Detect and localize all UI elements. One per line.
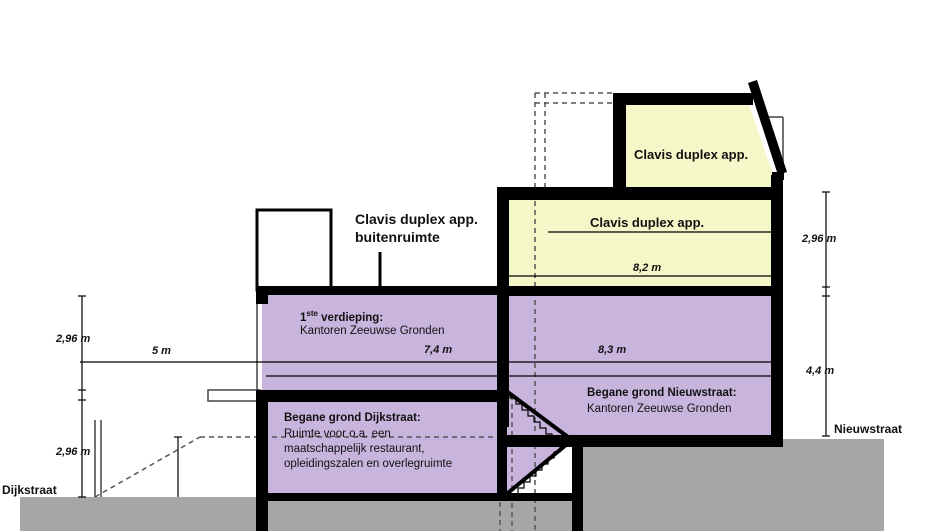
- ground-dijkstraat-title: Begane grond Dijkstraat:: [284, 412, 421, 424]
- dimension-7-4: 7,4 m: [424, 344, 453, 356]
- ground-dijkstraat-line2: maatschappelijk restaurant,: [284, 443, 425, 455]
- ground-nieuwstraat-title: Begane grond Nieuwstraat:: [587, 387, 737, 399]
- ground-dijkstraat-fill: [262, 400, 500, 497]
- stair: [501, 388, 574, 499]
- ground-nieuwstraat-subtitle: Kantoren Zeeuwse Gronden: [587, 403, 732, 415]
- mid-apartment-fill: [507, 200, 774, 290]
- floor1-title-main: 1: [300, 311, 307, 324]
- floor1-title-rest: verdieping:: [317, 311, 384, 324]
- top-apartment-fill: [624, 102, 775, 195]
- dimension-4-4-right: 4,4 m: [806, 365, 835, 377]
- dimension-2-96-left-top: 2,96 m: [56, 333, 91, 345]
- basement-right: [583, 446, 773, 531]
- dimension-2-96-right: 2,96 m: [802, 233, 837, 245]
- street-dijkstraat-label: Dijkstraat: [2, 483, 57, 497]
- floor1-subtitle: Kantoren Zeeuwse Gronden: [300, 325, 445, 337]
- ground-dijkstraat-line1: Ruimte voor o.a. een: [284, 428, 391, 440]
- ground-dijkstraat-line3: opleidingszalen en overlegruimte: [284, 458, 453, 470]
- dimension-5: 5 m: [152, 345, 171, 357]
- dimension-8-3: 8,3 m: [598, 344, 627, 356]
- floor1-title-sup: ste: [306, 309, 318, 318]
- first-floor-fill: [262, 293, 774, 393]
- top-apartment-label: Clavis duplex app.: [634, 147, 749, 162]
- ground-left: [20, 497, 580, 531]
- dimension-2-96-left-bottom: 2,96 m: [56, 446, 91, 458]
- floor1-title: 1ste verdieping:: [300, 309, 383, 324]
- street-nieuwstraat-label: Nieuwstraat: [834, 422, 903, 436]
- dimension-8-2: 8,2 m: [633, 262, 662, 274]
- terrace-railing: [255, 208, 382, 292]
- dimension-lines: [78, 191, 830, 498]
- terrace-label-line2: buitenruimte: [355, 229, 440, 245]
- mid-apartment-label: Clavis duplex app.: [590, 215, 705, 230]
- terrace-label-line1: Clavis duplex app.: [355, 211, 478, 227]
- structure: [256, 80, 787, 531]
